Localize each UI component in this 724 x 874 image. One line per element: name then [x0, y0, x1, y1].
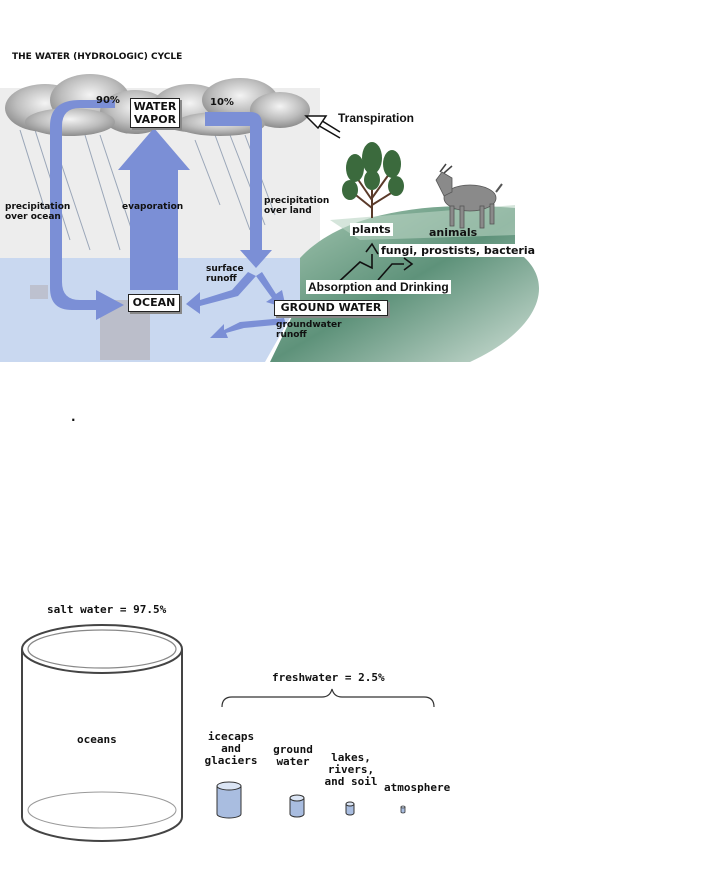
- freshwater-brace: [221, 688, 435, 708]
- precipitation-land-label: precipitation over land: [264, 196, 329, 216]
- precipitation-ocean-label: precipitation over ocean: [5, 202, 70, 222]
- lakes-line1: lakes,: [331, 751, 371, 764]
- lakes-cylinder: [345, 801, 355, 816]
- percent-land-label: 10%: [210, 97, 234, 108]
- precipitation-land-line1: precipitation: [264, 196, 330, 206]
- evaporation-arrow: [118, 128, 190, 290]
- groundwater-cylinder: [289, 794, 305, 818]
- icecaps-cylinder: [216, 781, 242, 819]
- ocean-cylinder: [21, 624, 183, 842]
- precipitation-land-arrow: [205, 112, 272, 268]
- ground-water-box: GROUND WATER: [274, 300, 388, 316]
- lakes-line3: and soil: [324, 775, 378, 788]
- groundwater-runoff-line2: runoff: [276, 330, 307, 340]
- goat-illustration: [435, 163, 503, 229]
- plant-illustration: [342, 142, 404, 218]
- surface-runoff-line2: runoff: [206, 274, 237, 284]
- water-distribution-diagram: salt water = 97.5% oceans freshwater = 2…: [0, 595, 724, 874]
- surface-runoff-label: surface runoff: [206, 264, 244, 284]
- fungi-label: fungi, prostists, bacteria: [379, 244, 538, 257]
- groundwater-runoff-label: groundwater runoff: [276, 320, 342, 340]
- atmosphere-label: atmosphere: [384, 781, 451, 794]
- plants-label: plants: [350, 223, 393, 236]
- transpiration-arrow: [304, 115, 341, 139]
- surface-runoff-arrow: [186, 272, 256, 314]
- atmosphere-cylinder: [400, 805, 406, 814]
- salt-water-label: salt water = 97.5%: [47, 603, 167, 616]
- groundwater-runoff-line1: groundwater: [276, 320, 342, 330]
- precipitation-ocean-arrow: [50, 100, 124, 320]
- oceans-label: oceans: [75, 733, 119, 746]
- water-vapor-box: WATER VAPOR: [130, 98, 180, 128]
- water-vapor-line1: WATER: [133, 100, 177, 113]
- precipitation-ocean-line1: precipitation: [5, 202, 71, 212]
- absorption-label: Absorption and Drinking: [306, 280, 451, 294]
- water-vapor-line2: VAPOR: [133, 113, 177, 126]
- ocean-box: OCEAN: [128, 294, 180, 312]
- ground-water-line1: ground: [273, 743, 313, 756]
- surface-runoff-line1: surface: [206, 264, 244, 274]
- icecaps-line3: glaciers: [204, 754, 258, 767]
- animals-label: animals: [429, 226, 478, 239]
- groundwater-runoff-arrow: [210, 318, 286, 338]
- ground-water-line2: water: [276, 755, 310, 768]
- evaporation-label: evaporation: [122, 202, 184, 212]
- ground-water-label: ground water: [266, 744, 320, 768]
- icecaps-line1: icecaps: [207, 730, 255, 743]
- water-cycle-diagram: THE WATER (HYDROLOGIC) CYCLE 90% 10% WAT…: [0, 0, 724, 370]
- water-containers: [21, 624, 435, 842]
- lakes-label: lakes, rivers, and soil: [322, 752, 380, 788]
- percent-ocean-label: 90%: [96, 95, 120, 106]
- precipitation-ocean-line2: over ocean: [5, 212, 61, 222]
- transpiration-label: Transpiration: [338, 111, 415, 125]
- diagram-title: THE WATER (HYDROLOGIC) CYCLE: [12, 52, 183, 62]
- icecaps-label: icecaps and glaciers: [200, 731, 262, 767]
- absorption-arrows: [329, 242, 414, 291]
- to-groundwater-arrow: [256, 272, 286, 308]
- precipitation-land-line2: over land: [264, 206, 312, 216]
- icecaps-line2: and: [221, 742, 241, 755]
- stray-dot: .: [71, 410, 76, 424]
- lakes-line2: rivers,: [327, 763, 375, 776]
- freshwater-label: freshwater = 2.5%: [272, 671, 385, 684]
